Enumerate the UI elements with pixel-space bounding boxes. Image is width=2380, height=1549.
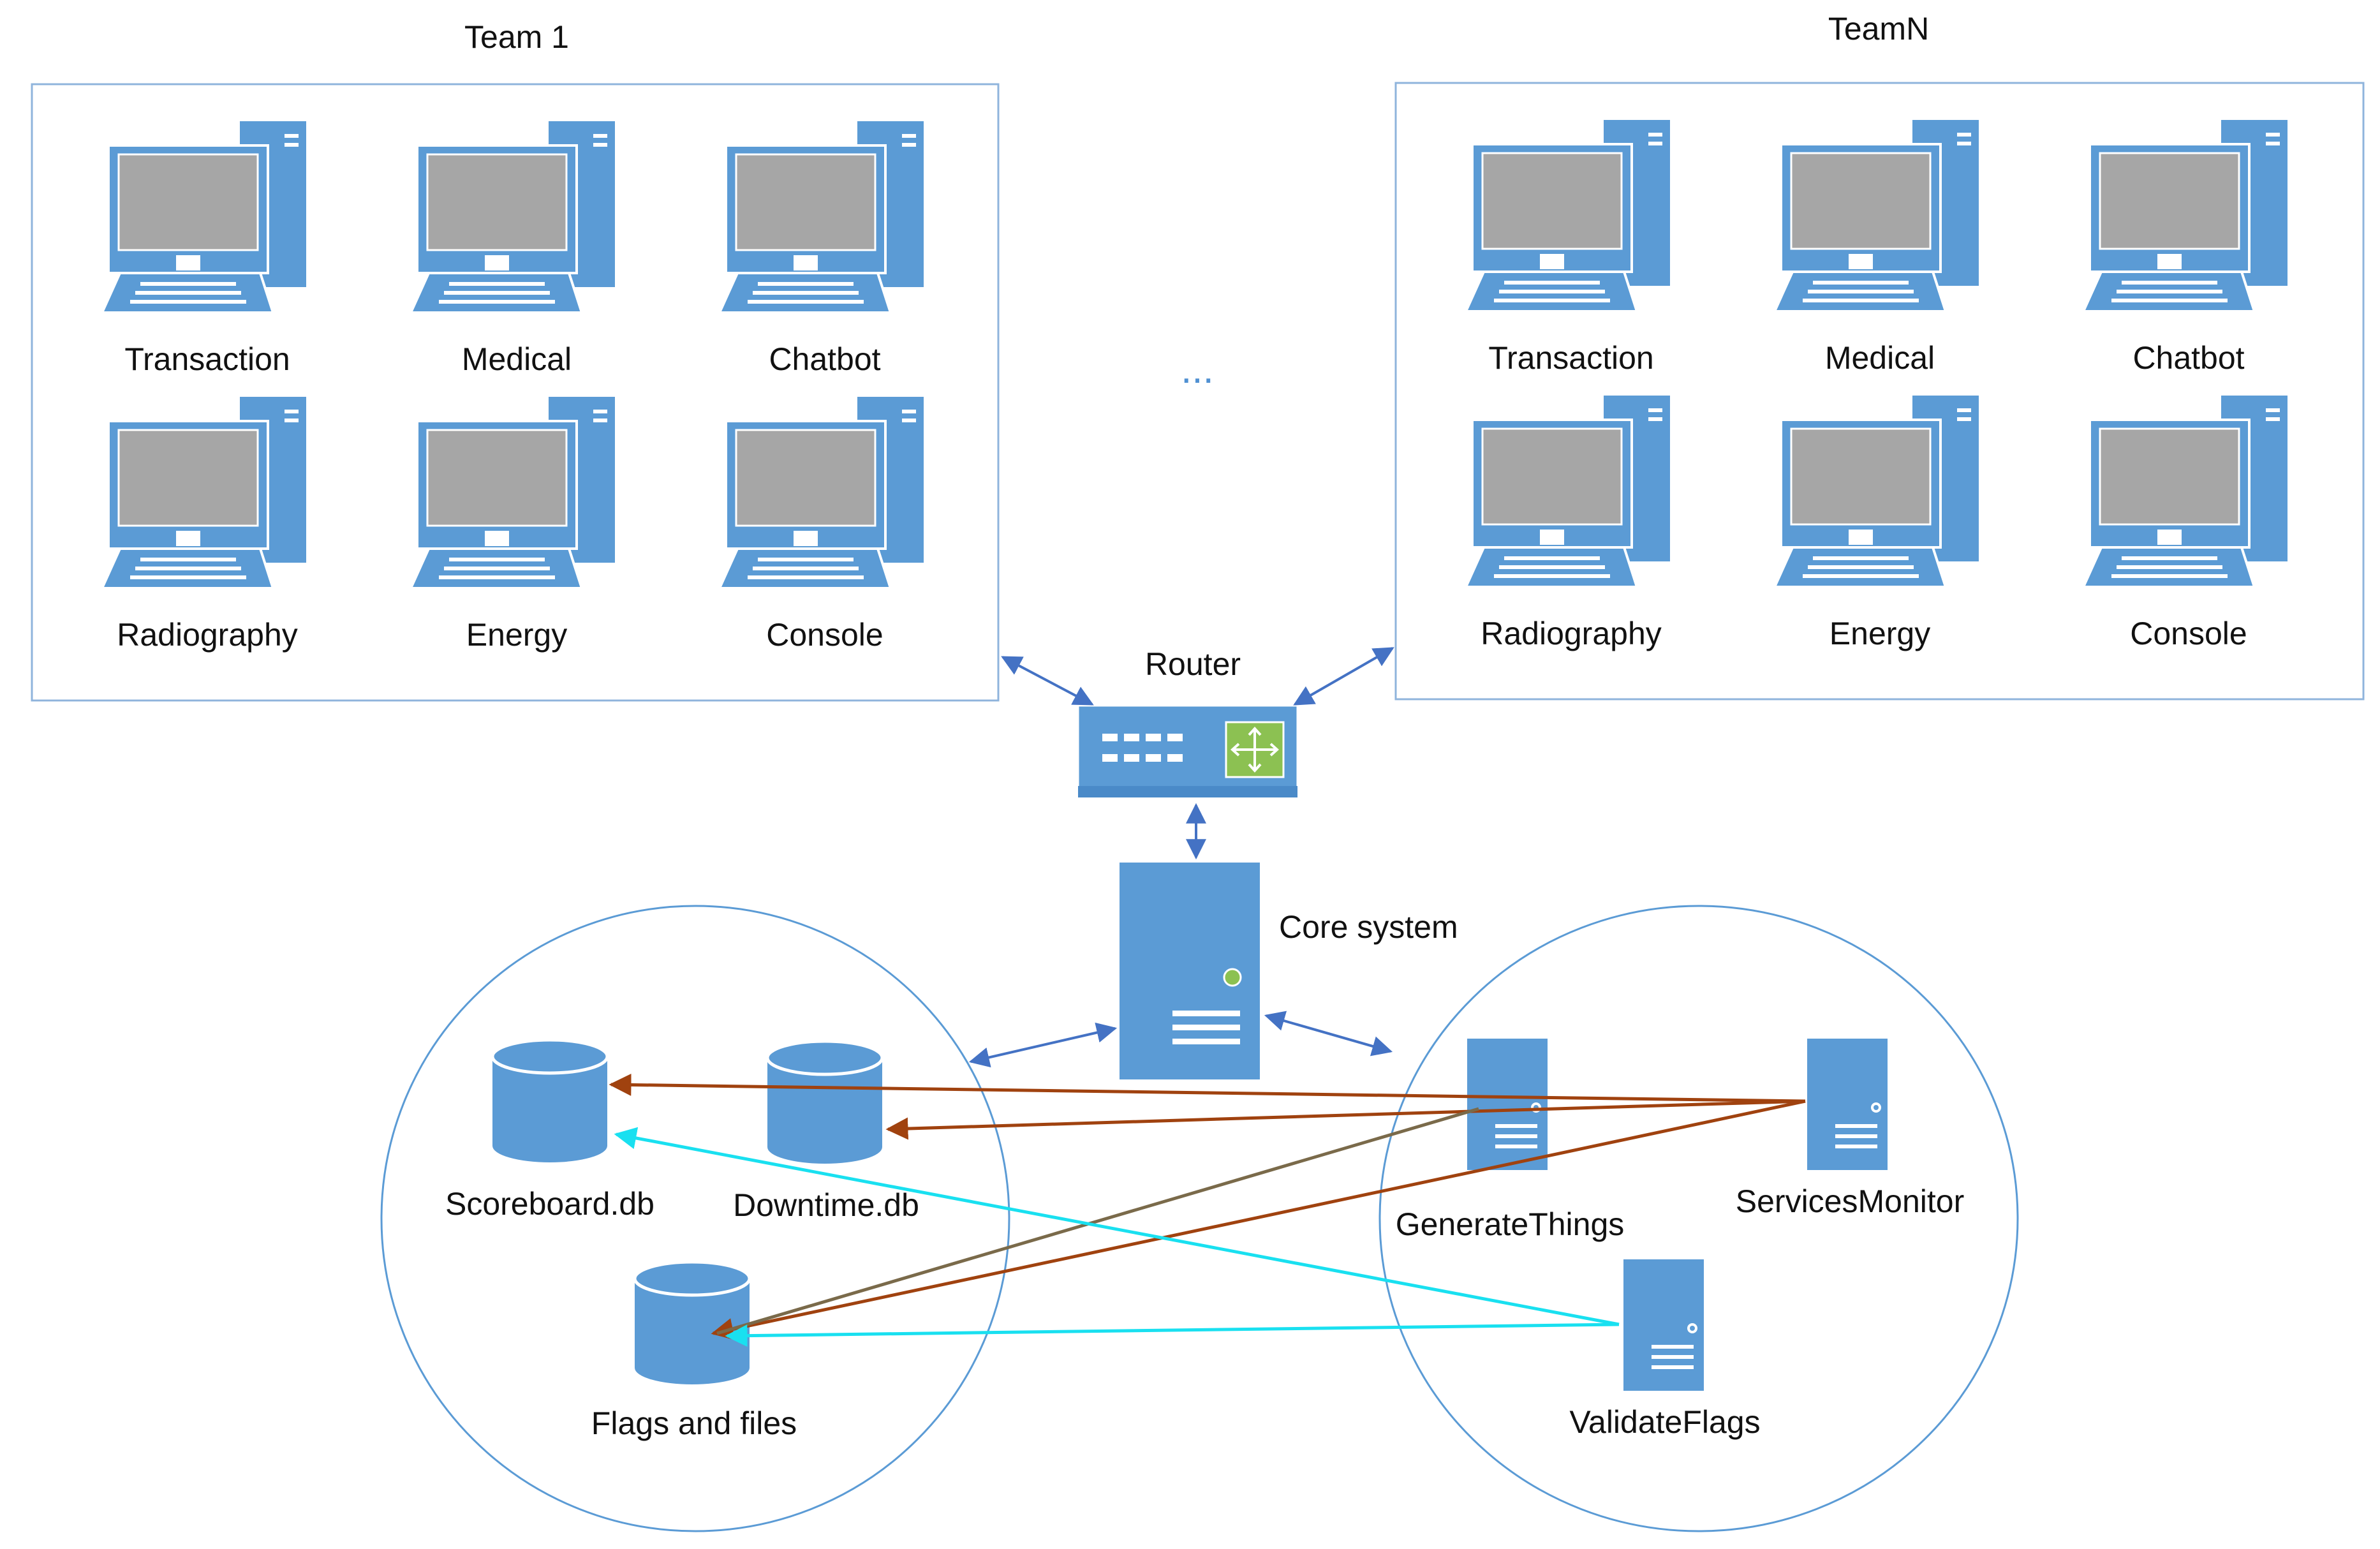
flags-database-icon [635,1262,750,1384]
team-1-energy-computer-icon [410,396,616,589]
generate-to-flags-line [716,1107,1479,1335]
validate-flags-label: ValidateFlags [1569,1404,1760,1440]
team-1-title: Team 1 [464,19,569,55]
team-n-box [1394,82,2365,700]
downtime-database-icon [767,1041,882,1164]
team-n-energy-computer-icon [1773,394,1980,588]
monitor-to-scoreboard-arrow [609,1073,1806,1103]
core-system-label: Core system [1279,909,1458,945]
validate-to-scoreboard-arrow [614,1127,1620,1326]
team-1-console-computer-icon [718,396,925,589]
team-1-radiography-computer-icon [101,396,307,589]
core-checker-zone-link [1264,1011,1393,1056]
team-1-service-label: Console [766,617,883,653]
team-1-chatbot-computer-icon [718,120,925,314]
team-1-transaction-computer-icon [101,120,307,314]
generate-things-label: GenerateThings [1396,1206,1625,1242]
team-n-service-label: Radiography [1481,616,1662,651]
router-label: Router [1145,646,1241,682]
team-1-service-label: Transaction [124,341,290,377]
team-n-console-computer-icon [2082,394,2289,588]
monitor-to-flags-arrow [711,1099,1806,1340]
team-1-router-link [1001,656,1094,706]
more-teams-ellipsis: ... [1181,348,1214,392]
team-n-radiography-computer-icon [1465,394,1671,588]
team-n-service-label: Transaction [1488,340,1653,376]
team-n-service-label: Chatbot [2132,340,2244,376]
team-1-medical-computer-icon [410,120,616,314]
services-monitor-label: ServicesMonitor [1736,1183,1964,1219]
team-n-service-label: Medical [1825,340,1935,376]
team-1-box [31,83,1000,702]
router-icon [1077,704,1299,799]
team-n-chatbot-computer-icon [2082,119,2289,313]
services-monitor-server-icon [1807,1039,1888,1170]
team-n-router-link [1293,647,1394,706]
team-1-service-label: Medical [462,341,572,377]
validate-flags-server-icon [1623,1259,1704,1391]
team-n-service-label: Energy [1829,616,1930,651]
data-store-zone [380,905,1010,1532]
team-n-transaction-computer-icon [1465,119,1671,313]
validate-to-flags-arrow [725,1323,1620,1347]
team-n-service-label: Console [2130,616,2247,651]
team-1-service-label: Radiography [117,617,298,653]
checker-services-zone [1378,905,2019,1532]
downtime-db-label: Downtime.db [733,1187,919,1223]
team-1-service-label: Chatbot [769,341,880,377]
team-n-title: TeamN [1828,11,1929,47]
team-n-medical-computer-icon [1773,119,1980,313]
core-system-server-icon [1120,863,1260,1079]
team-1-service-label: Energy [466,617,567,653]
monitor-to-downtime-arrow [885,1099,1806,1140]
core-data-zone-link [968,1022,1118,1068]
flags-and-files-label: Flags and files [591,1405,797,1441]
scoreboard-database-icon [492,1040,607,1162]
scoreboard-db-label: Scoreboard.db [445,1186,654,1222]
generate-things-server-icon [1467,1039,1548,1170]
